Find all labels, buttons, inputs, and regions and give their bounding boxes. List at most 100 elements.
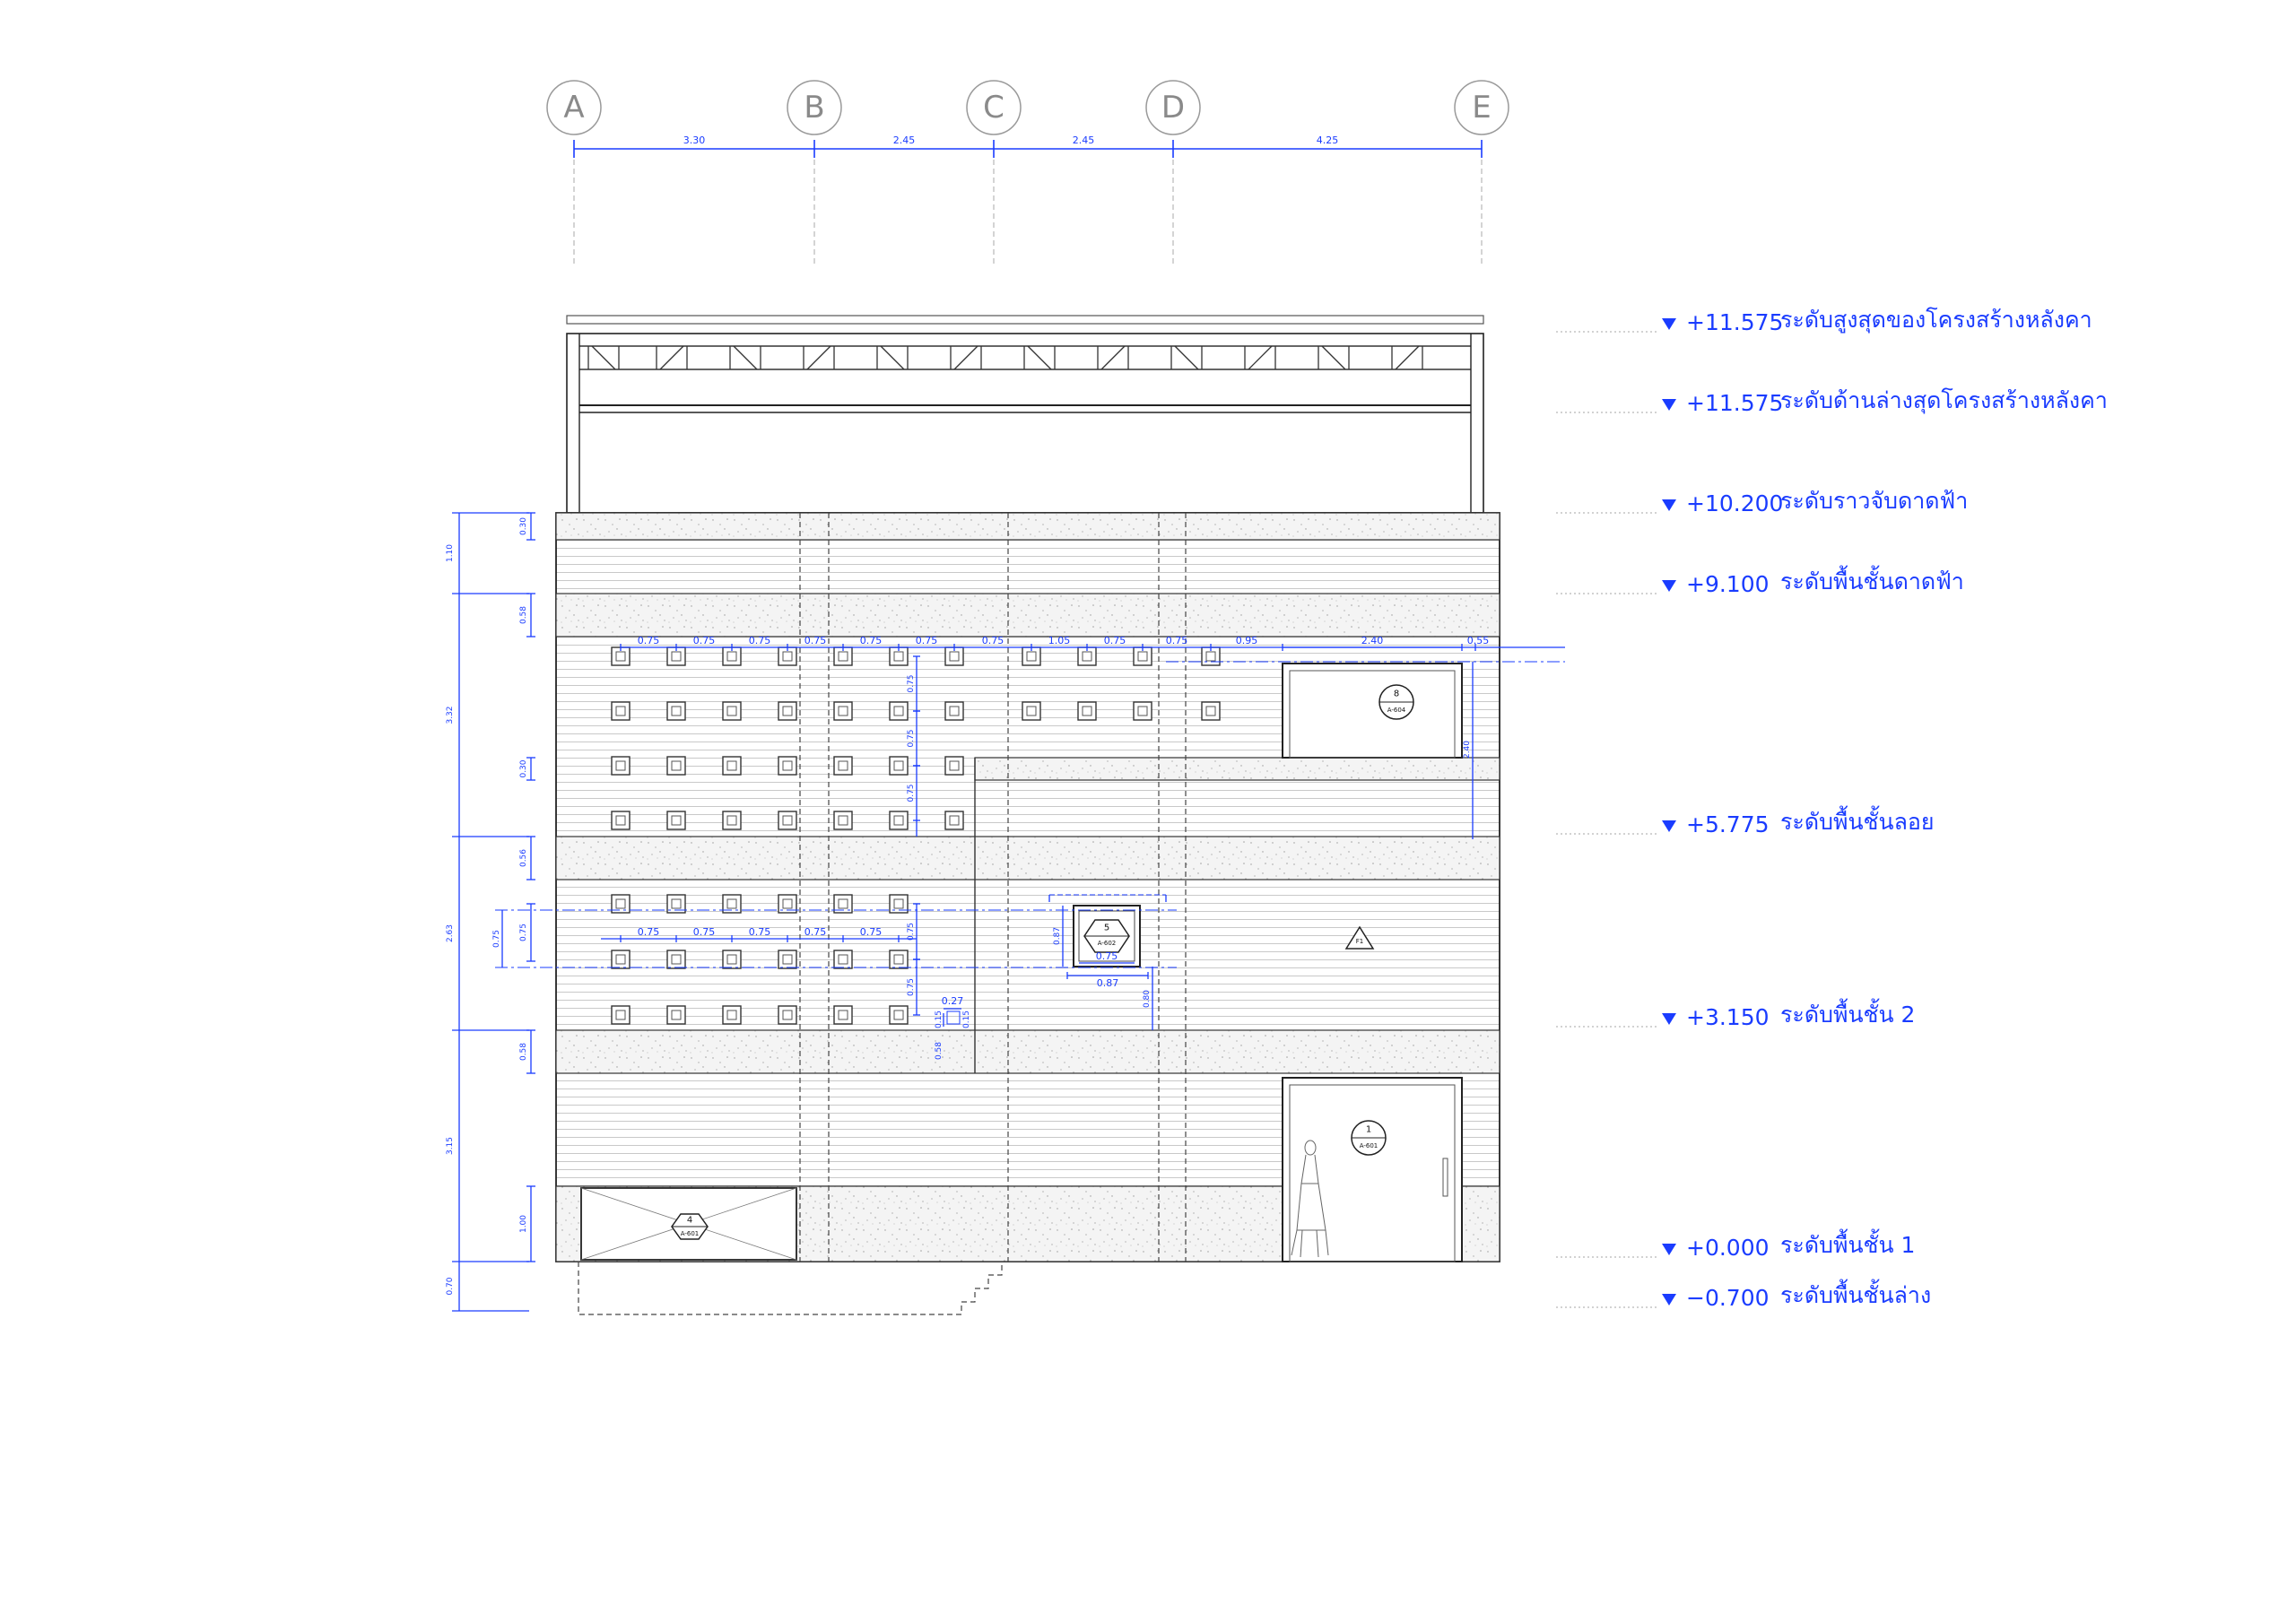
top-row1-label: 0.95 (1236, 635, 1258, 646)
top-row1-label: 0.75 (860, 635, 883, 646)
vent-block (889, 1005, 909, 1025)
level-value: +3.150 (1686, 1004, 1770, 1030)
vent-block (722, 701, 742, 721)
vent-block-inner (782, 898, 793, 909)
vent-block-inner (782, 760, 793, 771)
level-value: +11.575 (1686, 309, 1783, 335)
top-row1-label: 0.75 (693, 635, 716, 646)
truss-diagonal (733, 345, 758, 370)
vent-block (778, 811, 797, 830)
vent-block-inner (782, 706, 793, 716)
vent-block (833, 811, 853, 830)
level-label: ระดับสูงสุดของโครงสร้างหลังคา (1780, 307, 2092, 334)
grid-spacing-label: 2.45 (893, 134, 916, 146)
svg-text:A-604: A-604 (1387, 707, 1406, 714)
vent-block (722, 811, 742, 830)
vent-col-label: 0.75 (907, 674, 916, 692)
vent-block (611, 950, 631, 969)
svg-text:F1: F1 (1356, 938, 1363, 945)
vent-block-inner (893, 760, 904, 771)
vent-block (722, 950, 742, 969)
frame-inner-label: 0.75 (1096, 950, 1118, 962)
vent-block (944, 811, 964, 830)
row2-label: 0.75 (749, 926, 771, 938)
vent-block-inner (615, 706, 626, 716)
level-triangle-icon (1662, 820, 1676, 832)
vent-block (611, 811, 631, 830)
entrance-door (1282, 1077, 1463, 1262)
top-row1-label: 0.75 (1104, 635, 1126, 646)
truss-diagonal (1321, 345, 1346, 370)
vent-block (666, 1005, 686, 1025)
vent-block-inner (1137, 651, 1148, 662)
tag-window-5: 5 A-602 (1083, 919, 1130, 953)
left-inner-label: 1.00 (519, 1215, 528, 1233)
vent-block-inner (893, 651, 904, 662)
top-row1-label: 0.75 (638, 635, 660, 646)
vent-block (944, 756, 964, 776)
vent-block-inner (1026, 651, 1037, 662)
vent-block-inner (1082, 706, 1092, 716)
level-label: ระดับพื้นชั้น 2 (1780, 998, 1915, 1028)
left-overall-label: 2.63 (446, 924, 455, 942)
level-label: ระดับราวจับดาดฟ้า (1780, 488, 1968, 514)
ref-vert-label: 0.75 (492, 930, 501, 948)
scale-figure (1291, 1140, 1329, 1258)
vent-block-inner (782, 815, 793, 826)
vent-block-inner (726, 651, 737, 662)
vent-block-inner (949, 815, 960, 826)
vent-block (778, 1005, 797, 1025)
level-triangle-icon (1662, 580, 1676, 592)
level-label: ระดับด้านล่างสุดโครงสร้างหลังคา (1780, 387, 2108, 414)
vent-block-inner (838, 898, 848, 909)
vent-block-inner (615, 760, 626, 771)
grid-spacing-label: 4.25 (1317, 134, 1339, 146)
vent-block-inner (726, 706, 737, 716)
truss-diagonal (1100, 345, 1126, 370)
frame-left-label: 0.87 (1053, 927, 1062, 945)
grid-bubble-B (787, 80, 842, 135)
vent-block (611, 1005, 631, 1025)
vent-col-label: 0.75 (907, 923, 916, 941)
vent-block-inner (1205, 651, 1216, 662)
svg-text:5: 5 (1104, 924, 1109, 933)
level-triangle-icon (1662, 1244, 1676, 1255)
vent-block-inner (838, 760, 848, 771)
small-dim-label: 0.27 (942, 995, 964, 1007)
left-inner-label: 0.30 (519, 517, 528, 535)
level-value: +11.575 (1686, 390, 1783, 416)
level-label: ระดับพื้นชั้นลอย (1780, 805, 1935, 835)
vent-block-inner (726, 898, 737, 909)
vent-block-inner (782, 1010, 793, 1020)
level-value: +10.200 (1686, 490, 1783, 516)
vent-block-inner (1137, 706, 1148, 716)
level-triangle-icon (1662, 318, 1676, 330)
grid-bubble-E (1454, 80, 1509, 135)
level-triangle-icon (1662, 1013, 1676, 1025)
vent-block-inner (893, 706, 904, 716)
truss-diagonal (1027, 345, 1052, 370)
vent-block (1077, 701, 1097, 721)
top-row1-label: 0.75 (804, 635, 827, 646)
small-block-outline (946, 1010, 961, 1025)
left-overall-label: 3.32 (446, 706, 455, 724)
vent-block-inner (1026, 706, 1037, 716)
truss-diagonal (659, 345, 684, 370)
small-dim-label: 0.15 (962, 1010, 971, 1028)
vent-block (889, 756, 909, 776)
tag-vent-4: 4 A-601 (671, 1213, 709, 1240)
grid-label-E: E (1472, 90, 1491, 126)
vent-block (666, 701, 686, 721)
svg-text:4: 4 (687, 1216, 692, 1226)
row2-label: 0.75 (860, 926, 883, 938)
grid-label-B: B (804, 90, 824, 126)
dimension-lines: 1.103.322.633.150.700.300.580.300.560.75… (446, 512, 1565, 1312)
roof-structure (566, 315, 1484, 514)
grid-spacing-label: 3.30 (683, 134, 706, 146)
top-row1-label: 1.05 (1048, 635, 1071, 646)
vent-block (778, 950, 797, 969)
vent-block-inner (615, 815, 626, 826)
top-right-label: 0.55 (1467, 635, 1490, 646)
